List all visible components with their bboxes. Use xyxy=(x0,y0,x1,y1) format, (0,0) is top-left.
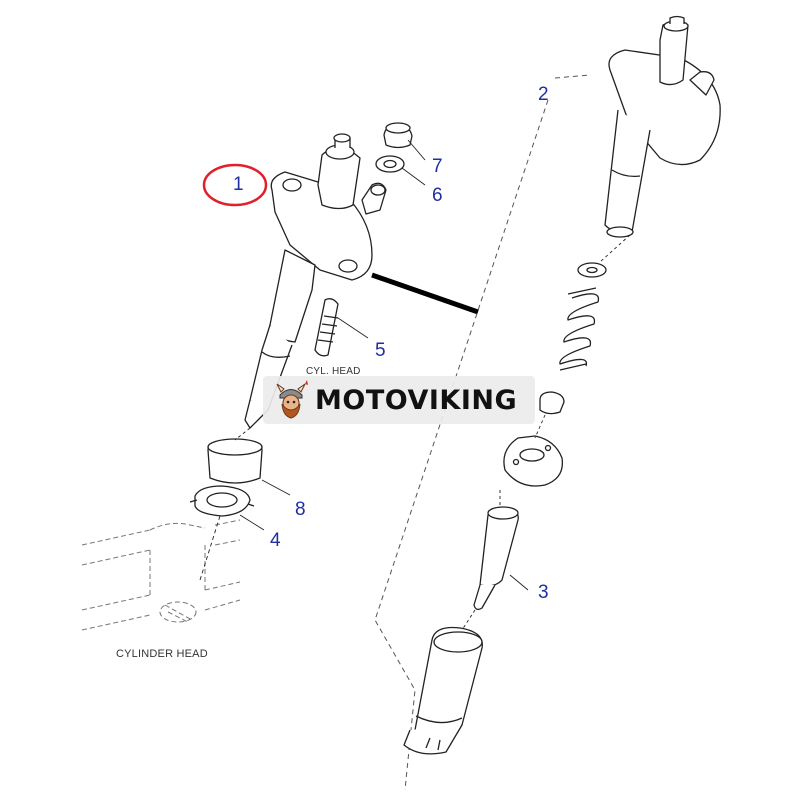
part-number-2: 2 xyxy=(538,84,549,105)
exploded-injector-body xyxy=(604,15,721,238)
washer-part-6 xyxy=(375,155,405,173)
part-number-1: 1 xyxy=(233,174,244,195)
pointer-line xyxy=(371,272,479,315)
nozzle-part-3 xyxy=(473,506,519,611)
motoviking-watermark: MOTOVIKING xyxy=(263,376,535,424)
injector-assembly xyxy=(244,133,387,429)
clip-part-4 xyxy=(189,485,255,517)
cap-nut xyxy=(403,626,483,755)
cylinder-head-outline xyxy=(81,519,241,631)
part-number-6: 6 xyxy=(432,185,443,206)
part-number-3: 3 xyxy=(538,582,549,603)
viking-mascot-icon xyxy=(276,380,308,419)
part-number-5: 5 xyxy=(375,340,386,361)
spring xyxy=(559,287,600,371)
cylinder-head-label: CYLINDER HEAD xyxy=(116,648,208,660)
watermark-text: MOTOVIKING xyxy=(315,384,518,416)
leader-lines-right xyxy=(461,234,631,631)
highlight-circle xyxy=(202,163,268,207)
part-number-7: 7 xyxy=(432,156,443,177)
cyl-head-partial-label: CYL. HEAD xyxy=(306,366,361,377)
sleeve-part-8 xyxy=(207,438,263,484)
part-number-4: 4 xyxy=(270,530,281,551)
part-number-8: 8 xyxy=(295,499,306,520)
leader-lines-left xyxy=(199,139,426,581)
exploded-washer xyxy=(577,262,607,278)
exploded-frame xyxy=(374,74,591,791)
exploded-spacer xyxy=(503,391,565,487)
cap-part-7 xyxy=(383,122,413,149)
